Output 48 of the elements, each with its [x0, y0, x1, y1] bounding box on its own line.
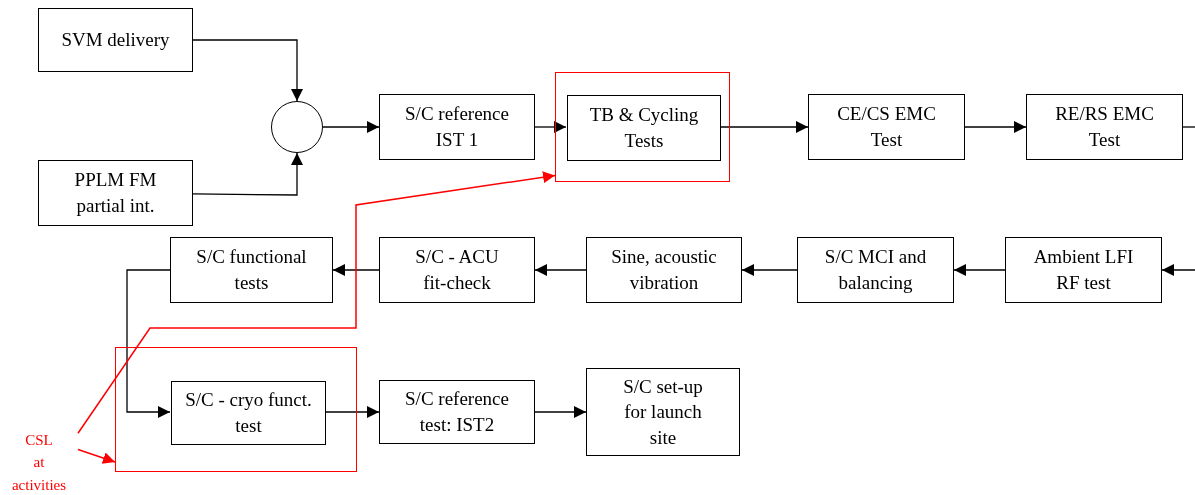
arrow — [741, 264, 798, 276]
arrow — [1161, 264, 1195, 276]
process-box — [38, 160, 193, 226]
step-label: SVM delivery — [60, 28, 171, 53]
process-box — [567, 95, 721, 161]
step-label: PPLM FM partial int. — [73, 168, 158, 218]
arrow — [192, 39, 303, 102]
step-label: Ambient LFI RF test — [1032, 245, 1135, 295]
arrow — [534, 406, 587, 418]
step-label: S/C MCI and balancing — [823, 245, 928, 295]
process-box — [1005, 237, 1162, 303]
arrow — [324, 406, 380, 418]
step-label: S/C reference IST 1 — [404, 102, 510, 152]
process-box — [171, 381, 326, 445]
step-label: S/C - ACU fit-check — [414, 245, 500, 295]
step-label: S/C functional tests — [195, 245, 308, 295]
process-box — [379, 94, 535, 160]
process-box — [586, 237, 742, 303]
step-label: S/C - cryo funct. test — [184, 388, 313, 438]
arrow — [953, 264, 1006, 276]
process-box — [379, 237, 535, 303]
step-label: S/C reference test: IST2 — [404, 387, 510, 437]
process-box — [379, 380, 535, 444]
process-box — [1026, 94, 1183, 160]
highlight-frame — [115, 347, 357, 472]
arrow — [332, 264, 380, 276]
arrow — [126, 269, 171, 418]
arrow — [534, 264, 587, 276]
process-box — [586, 368, 740, 456]
arrow — [534, 121, 567, 133]
arrow — [77, 448, 116, 464]
arrow — [322, 121, 380, 133]
step-label: Sine, acoustic vibration — [610, 245, 718, 295]
arrow — [77, 171, 556, 434]
process-box — [797, 237, 954, 303]
highlight-frame — [555, 72, 730, 182]
step-label: TB & Cycling Tests — [588, 103, 700, 153]
arrow — [192, 152, 303, 196]
arrow — [719, 121, 809, 133]
junction-circle — [271, 101, 323, 153]
annotation-text: CSL at activities — [10, 430, 68, 495]
process-box — [170, 237, 333, 303]
step-label: CE/CS EMC Test — [836, 102, 937, 152]
arrow — [964, 121, 1027, 133]
step-label: RE/RS EMC Test — [1054, 102, 1155, 152]
process-box — [38, 8, 193, 72]
process-box — [808, 94, 965, 160]
step-label: S/C set-up for launch site — [622, 374, 704, 450]
